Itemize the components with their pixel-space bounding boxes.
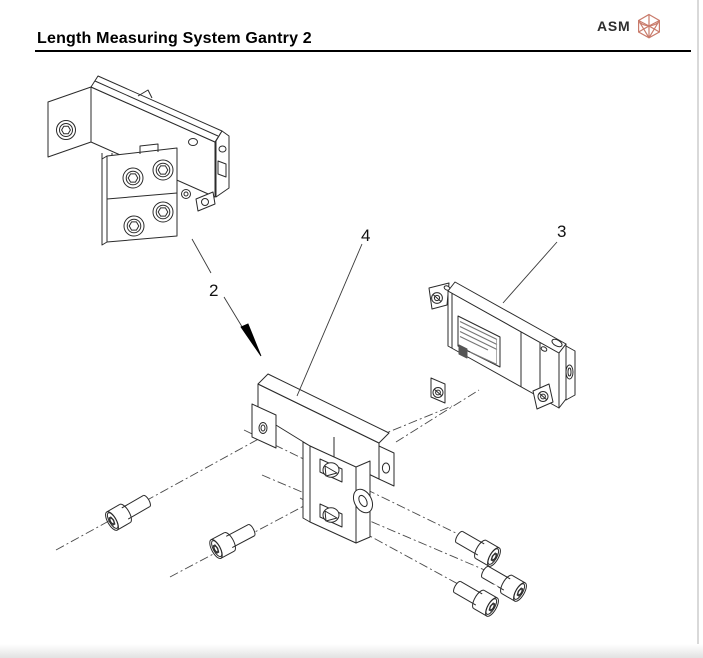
part-4-bracket xyxy=(251,373,395,544)
screw xyxy=(451,517,509,569)
page-right-edge xyxy=(697,0,699,658)
callout-leader-3 xyxy=(502,241,558,304)
callout-leaders xyxy=(191,238,558,397)
center-line xyxy=(261,474,488,572)
center-line xyxy=(55,435,265,551)
callout-label-4: 4 xyxy=(361,226,370,245)
callout-label-3: 3 xyxy=(557,222,566,241)
center-line xyxy=(395,389,480,443)
page-title: Length Measuring System Gantry 2 xyxy=(37,30,312,47)
page-bottom-fade xyxy=(0,644,703,658)
title-underline xyxy=(35,50,691,52)
callout-label-2: 2 xyxy=(209,281,218,300)
callout-leader-4 xyxy=(296,243,363,397)
callout-arrowhead xyxy=(240,323,262,357)
part-3-sensor xyxy=(428,281,576,410)
brand-name: ASM xyxy=(597,18,631,34)
brand: ASM xyxy=(597,13,662,39)
part-2-assembly xyxy=(47,75,230,246)
asm-logo-icon xyxy=(637,13,660,39)
callout-leader-2 xyxy=(191,238,245,331)
sensor-type-label xyxy=(457,315,501,368)
screw xyxy=(206,519,264,571)
